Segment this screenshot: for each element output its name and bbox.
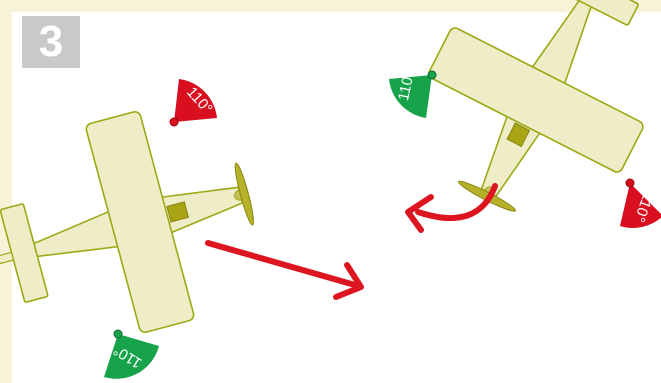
left-plane-green-light xyxy=(114,330,122,338)
left-plane-red-light xyxy=(170,118,178,126)
right-plane-red-light xyxy=(626,179,634,187)
right-aircraft xyxy=(389,0,661,249)
transition-arrow xyxy=(208,243,361,297)
right-plane-green-light xyxy=(428,71,436,79)
left-aircraft xyxy=(0,89,276,364)
